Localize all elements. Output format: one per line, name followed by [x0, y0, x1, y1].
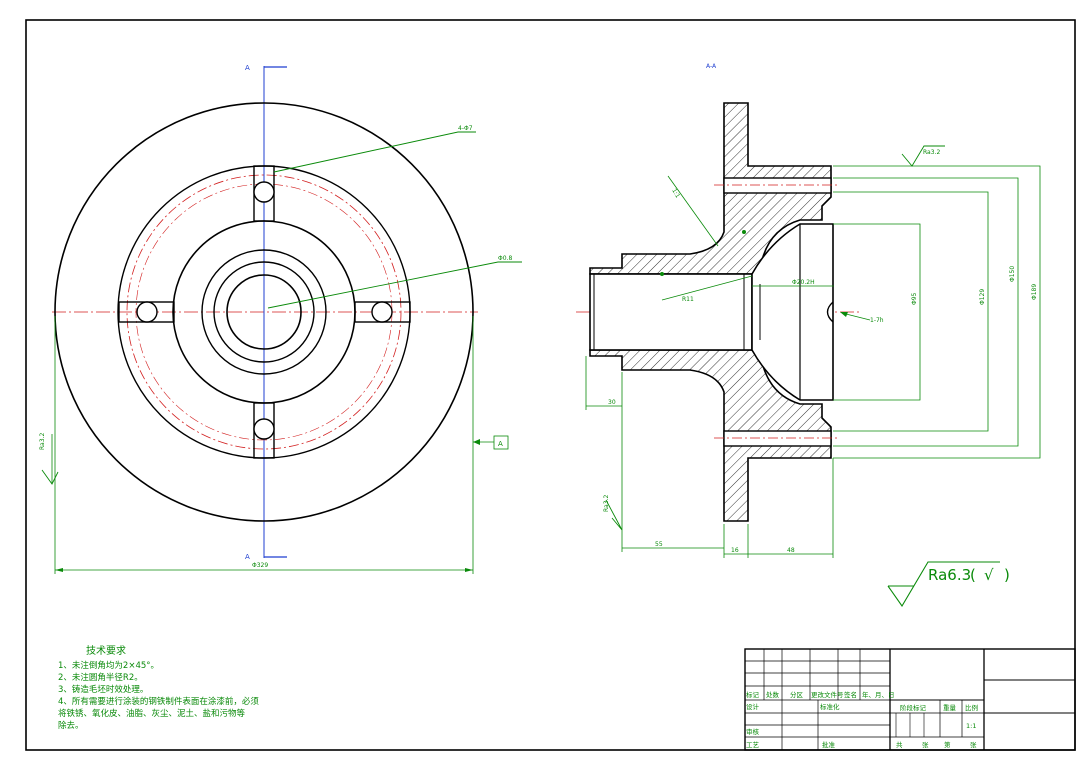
roughness-check: √ — [984, 566, 994, 584]
roughness-general-value: Ra6.3 — [928, 566, 971, 584]
title-block-text: 标记 处数 分区 更改文件号 签名 年、月、日 设计 标准化 审核 工艺 批准 … — [746, 690, 978, 749]
dim-30: 30 — [608, 399, 616, 406]
bolt-hole-upper — [723, 177, 832, 194]
bolt-hole-lower — [723, 430, 832, 447]
title-block — [744, 648, 1076, 751]
tech-req-item-2: 2、未注圆角半径R2。 — [58, 672, 143, 683]
tb-mark: 标记 — [746, 690, 760, 699]
tb-sheets-total: 共 — [896, 740, 903, 749]
dim-48: 48 — [787, 547, 795, 554]
callout-bore-label: Φ0.8 — [498, 255, 512, 262]
roughness-close-paren: ) — [1004, 566, 1010, 584]
tb-zone: 分区 — [790, 690, 804, 699]
bolt-circle — [126, 174, 402, 450]
tb-standardization: 标准化 — [820, 702, 840, 711]
tb-sheet-num: 第 — [944, 740, 951, 749]
dim-r11: R11 — [682, 296, 694, 303]
cut-mark-bottom: A — [245, 553, 250, 561]
tb-approve: 批准 — [822, 740, 836, 749]
tech-req-item-5: 将铁锈、氧化皮、油脂、灰尘、泥土、盐和污物等 — [58, 708, 246, 719]
section-view-title: A-A — [706, 63, 717, 70]
tech-req-item-1: 1、未注倒角均为2×45°。 — [58, 660, 159, 671]
tb-sheets-unit-1: 张 — [922, 740, 929, 749]
tb-review: 审核 — [746, 727, 760, 736]
general-roughness: Ra6.3 ( √ ) — [887, 561, 1010, 608]
tb-date: 年、月、日 — [862, 690, 895, 699]
tb-scale-value: 1:1 — [966, 722, 976, 730]
drawing-border — [25, 19, 1076, 751]
tb-count: 处数 — [766, 690, 780, 699]
roughness-symbol-section-left — [605, 499, 623, 531]
dim-189: Φ189 — [1031, 284, 1038, 300]
dim-150: Φ150 — [1009, 266, 1016, 282]
dim-55: 55 — [655, 541, 663, 548]
dim-95: Φ95 — [911, 292, 918, 305]
hole-bottom — [253, 418, 275, 440]
roughness-left-label: Ra3.2 — [39, 433, 46, 450]
tb-design: 设计 — [746, 702, 760, 711]
callout-hole-label: 4-Φ7 — [458, 125, 473, 132]
bore-circle — [226, 274, 302, 350]
outer-rim-circle — [54, 102, 474, 522]
callout-notch: 1-7h — [870, 317, 884, 324]
roughness-top-label: Ra3.2 — [923, 149, 940, 156]
hole-top — [253, 181, 275, 203]
tb-scale-label: 比例 — [965, 703, 978, 712]
key-notch — [826, 301, 834, 323]
tb-change-doc: 更改文件号 — [811, 690, 844, 699]
datum-box — [493, 435, 509, 450]
callout-flange: 1:1 — [670, 188, 681, 200]
roughness-symbol-top — [901, 145, 945, 167]
hole-right — [371, 301, 393, 323]
roughness-section-left-label: Ra3.2 — [603, 495, 610, 512]
datum-label: A — [498, 440, 503, 448]
tb-weight-label: 重量 — [943, 704, 957, 712]
dim-hole: Φ20.2H — [792, 279, 815, 286]
technical-requirements: 技术要求 1、未注倒角均为2×45°。 2、未注圆角半径R2。 3、铸造毛坯时效… — [58, 644, 259, 731]
section-view: A-A Φ189 Φ150 Φ129 Φ95 Φ20.2H — [576, 63, 1041, 558]
roughness-symbol-left — [41, 469, 59, 485]
roughness-symbol-general — [887, 561, 1000, 608]
tech-req-item-6: 除去。 — [58, 720, 84, 731]
hub-bore — [589, 273, 753, 351]
tech-req-item-4: 4、所有需要进行涂装的钢铁制件表面在涂漆前，必须 — [58, 696, 259, 707]
dim-129: Φ129 — [979, 289, 986, 305]
tb-stage-label: 阶段标记 — [900, 703, 927, 712]
tb-process: 工艺 — [746, 741, 760, 749]
tech-req-title: 技术要求 — [86, 644, 126, 657]
front-view: A A 4-Φ7 Φ0.8 Φ329 A — [39, 64, 522, 574]
hole-left — [136, 301, 158, 323]
tb-sheets-unit-2: 张 — [970, 740, 977, 749]
dim-16: 16 — [731, 547, 739, 554]
tb-sign: 签名 — [844, 690, 857, 699]
roughness-open-paren: ( — [970, 566, 976, 584]
dim-outer-diameter: Φ329 — [252, 562, 268, 569]
tech-req-item-3: 3、铸造毛坯时效处理。 — [58, 684, 148, 695]
cut-mark-top: A — [245, 64, 250, 72]
